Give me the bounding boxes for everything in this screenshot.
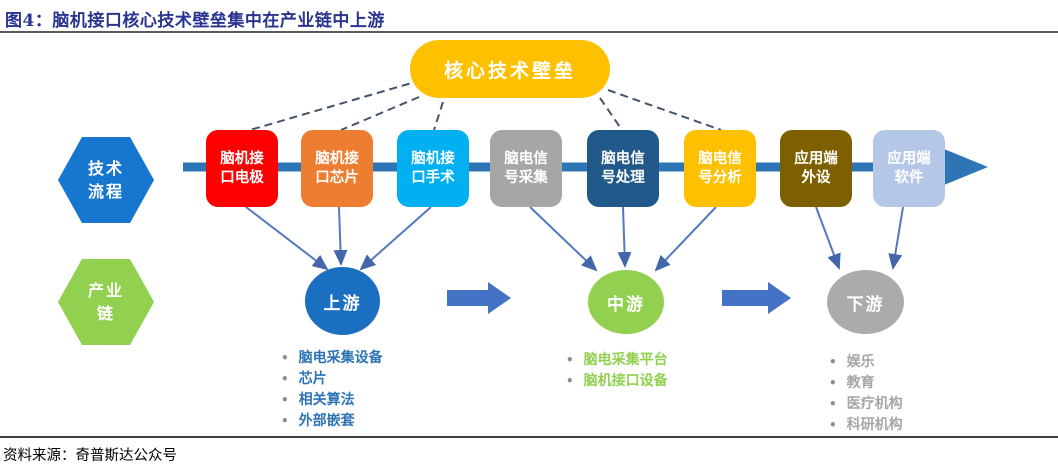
list-item: • 芯片	[281, 368, 383, 389]
list-item: • 科研机构	[829, 414, 903, 435]
flow-box-label-line: 脑机接	[315, 150, 359, 167]
bullet-icon: •	[281, 351, 289, 365]
arrow-processing-to-midstream	[617, 206, 632, 268]
bullet-icon: •	[829, 418, 837, 432]
list-item-label: 芯片	[298, 371, 327, 387]
flow-box-label-line: 脑电信	[698, 150, 742, 167]
arrow-electrode-to-upstream	[245, 206, 329, 271]
lane-label-line: 技术	[87, 159, 124, 178]
list-item-label: 外部嵌套	[298, 413, 355, 429]
arrow-software-to-downstream	[888, 206, 904, 270]
list-item: • 相关算法	[281, 389, 383, 410]
list-item-label: 科研机构	[846, 417, 903, 433]
footer-divider	[0, 436, 1058, 438]
bullet-icon: •	[566, 374, 574, 388]
flow-box-label-line: 号分析	[698, 169, 742, 186]
list-item: • 外部嵌套	[281, 410, 383, 431]
flow-box-label-line: 脑机接	[411, 150, 455, 167]
downstream-item-list: • 娱乐 • 教育 • 医疗机构 • 科研机构	[829, 351, 903, 435]
main-flow-arrowhead-icon	[944, 149, 988, 185]
flow-box-label-line: 号采集	[504, 169, 548, 186]
flow-box-label-line: 软件	[894, 169, 924, 186]
flow-box-signal-acquisition: 脑电信 号采集	[490, 130, 562, 207]
list-item-label: 相关算法	[298, 392, 355, 408]
core-barrier-node: 核心技术壁垒	[410, 40, 610, 98]
flow-box-signal-analysis: 脑电信 号分析	[684, 130, 756, 207]
core-barrier-label: 核心技术壁垒	[443, 59, 576, 82]
flow-box-label-line: 口芯片	[315, 169, 359, 186]
arrow-surgery-to-upstream	[359, 206, 432, 271]
upstream-item-list: • 脑电采集设备 • 芯片 • 相关算法 • 外部嵌套	[281, 347, 383, 431]
flow-box-chip: 脑机接 口芯片	[301, 130, 373, 207]
list-item-label: 医疗机构	[846, 396, 903, 412]
flow-box-app-software: 应用端 软件	[873, 130, 945, 207]
list-item: • 医疗机构	[829, 393, 903, 414]
list-item: • 教育	[829, 372, 903, 393]
list-item-label: 娱乐	[846, 354, 875, 370]
flow-box-label-line: 应用端	[794, 150, 838, 167]
list-item: • 娱乐	[829, 351, 903, 372]
bullet-icon: •	[281, 414, 289, 428]
flow-box-label-line: 脑电信	[601, 150, 645, 167]
flow-box-label-line: 脑机接	[220, 150, 264, 167]
stream-label: 中游	[607, 294, 645, 315]
flow-box-label-line: 应用端	[887, 150, 931, 167]
list-item: • 脑机接口设备	[566, 370, 668, 391]
arrow-acquisition-to-midstream	[529, 206, 598, 272]
figure-title: 图4：脑机接口核心技术壁垒集中在产业链中上游	[5, 11, 385, 31]
bullet-icon: •	[281, 372, 289, 386]
bullet-icon: •	[829, 355, 837, 369]
list-item-label: 脑电采集平台	[583, 352, 668, 368]
list-item: • 脑电采集设备	[281, 347, 383, 368]
dashed-connector-chip	[340, 96, 420, 131]
arrow-peripheral-to-downstream	[815, 206, 841, 270]
flow-box-electrode: 脑机接 口电极	[206, 130, 278, 207]
stream-label: 上游	[323, 293, 362, 314]
list-item: • 脑电采集平台	[566, 349, 668, 370]
bullet-icon: •	[566, 353, 574, 367]
lane-label-line: 流程	[87, 182, 124, 201]
arrow-analysis-to-midstream	[654, 206, 717, 272]
bullet-icon: •	[829, 376, 837, 390]
flow-box-app-peripheral: 应用端 外设	[780, 130, 852, 207]
upstream-to-midstream-arrow-icon	[447, 282, 511, 314]
list-item-label: 教育	[846, 375, 875, 391]
list-item-label: 脑机接口设备	[583, 373, 668, 389]
midstream-item-list: • 脑电采集平台 • 脑机接口设备	[566, 349, 668, 391]
lane-hexagon-industry-chain: 产业 链	[58, 259, 154, 345]
arrow-chip-to-upstream	[333, 206, 348, 266]
dashed-connector-processing	[599, 97, 623, 131]
midstream-to-downstream-arrow-icon	[722, 282, 791, 314]
flow-box-label-line: 脑电信	[504, 150, 548, 167]
flow-box-label-line: 口手术	[411, 169, 455, 186]
stream-circle-upstream: 上游	[305, 267, 380, 335]
dashed-connector-electrode	[249, 79, 423, 131]
list-item-label: 脑电采集设备	[298, 350, 383, 366]
source-note: 资料来源：奇普斯达公众号	[3, 448, 177, 464]
flow-box-label-line: 外设	[801, 169, 831, 186]
title-divider	[0, 31, 1058, 33]
dashed-connector-analysis	[607, 89, 722, 131]
bullet-icon: •	[829, 397, 837, 411]
flow-box-label-line: 口电极	[220, 169, 264, 186]
stream-circle-downstream: 下游	[827, 270, 904, 334]
flow-box-signal-processing: 脑电信 号处理	[587, 130, 659, 207]
flow-box-surgery: 脑机接 口手术	[397, 130, 469, 207]
bullet-icon: •	[281, 393, 289, 407]
stream-circle-midstream: 中游	[588, 270, 664, 334]
stream-label: 下游	[846, 294, 885, 315]
lane-label-line: 产业	[87, 281, 124, 300]
lane-label-line: 链	[96, 304, 115, 323]
dashed-connector-surgery	[433, 101, 444, 131]
flow-box-label-line: 号处理	[601, 169, 645, 186]
